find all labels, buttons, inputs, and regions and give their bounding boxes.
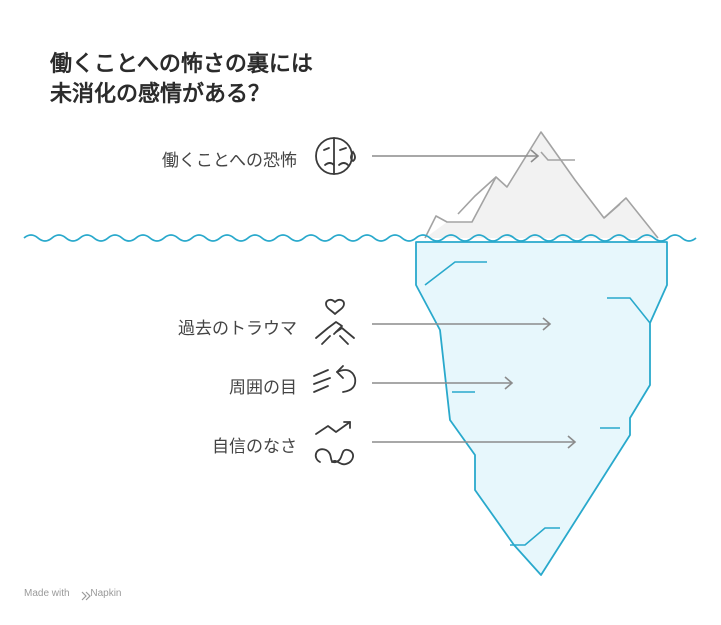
iceberg-body	[415, 241, 668, 576]
label-past-trauma: 過去のトラウマ	[178, 319, 297, 339]
heart-hands-icon	[315, 298, 355, 345]
footer-credit: Made with Napkin	[24, 588, 122, 599]
iceberg-crack-5	[510, 527, 560, 546]
iceberg-tip-detail	[457, 176, 497, 215]
napkin-logo-icon	[81, 591, 91, 601]
label-others-eyes: 周囲の目	[229, 378, 297, 398]
brand-name: Napkin	[90, 588, 122, 599]
iceberg-tip	[425, 132, 658, 238]
water-line	[23, 234, 697, 242]
connector-3-arrowhead	[504, 376, 514, 390]
title-line-1: 働くことへの怖さの裏には	[50, 52, 313, 77]
tangled-arrow-icon	[314, 421, 354, 466]
connector-2-arrowhead	[542, 317, 552, 331]
iceberg-tip-detail-2	[540, 151, 575, 161]
made-with-text: Made with	[24, 588, 70, 599]
iceberg-tip-detail-3	[603, 203, 621, 219]
title-line-2: 未消化の感情がある？	[50, 82, 271, 107]
connector-1-arrowhead	[530, 149, 540, 163]
diagram-title: 働くことへの怖さの裏には 未消化の感情がある？	[50, 50, 313, 110]
connector-4-arrowhead	[567, 435, 577, 449]
iceberg-crack-1	[424, 261, 487, 286]
iceberg-crack-2	[607, 297, 651, 324]
wind-gust-icon	[313, 365, 357, 393]
label-fear-of-work: 働くことへの恐怖	[161, 151, 297, 171]
sad-face-icon	[315, 137, 356, 175]
label-lack-of-confidence: 自信のなさ	[212, 437, 297, 457]
